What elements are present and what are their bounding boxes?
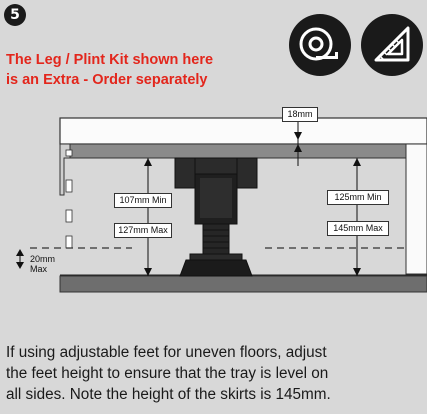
tray-thickness-label: 18mm [282, 107, 318, 122]
adjust-label: 20mm Max [30, 254, 55, 274]
notice-line-2: is an Extra - Order separately [6, 72, 208, 88]
instruction-text: If using adjustable feet for uneven floo… [6, 342, 426, 405]
floor [59, 275, 427, 293]
tray-top [59, 117, 427, 145]
extra-kit-notice: The Leg / Plint Kit shown here is an Ext… [6, 50, 213, 90]
tray-underside [69, 143, 427, 159]
instruction-line-3: all sides. Note the height of the skirts… [6, 386, 331, 403]
skirt-max-label: 145mm Max [327, 221, 389, 236]
adjust-label-line-1: 20mm [30, 254, 56, 264]
step-number-badge: 5 [4, 4, 26, 26]
tape-measure-icon [289, 14, 351, 76]
skirt-panel [405, 143, 427, 275]
leg-max-label: 127mm Max [114, 223, 172, 238]
adjust-label-line-2: Max [30, 264, 48, 274]
notice-line-1: The Leg / Plint Kit shown here [6, 52, 214, 68]
leg-min-label: 107mm Min [114, 193, 172, 208]
leg-thread [202, 223, 230, 255]
instruction-line-2: the feet height to ensure that the tray … [6, 365, 329, 382]
skirt-min-label: 125mm Min [327, 190, 389, 205]
instruction-line-1: If using adjustable feet for uneven floo… [6, 344, 327, 361]
set-square-icon [361, 14, 423, 76]
leg-foot [179, 259, 253, 277]
